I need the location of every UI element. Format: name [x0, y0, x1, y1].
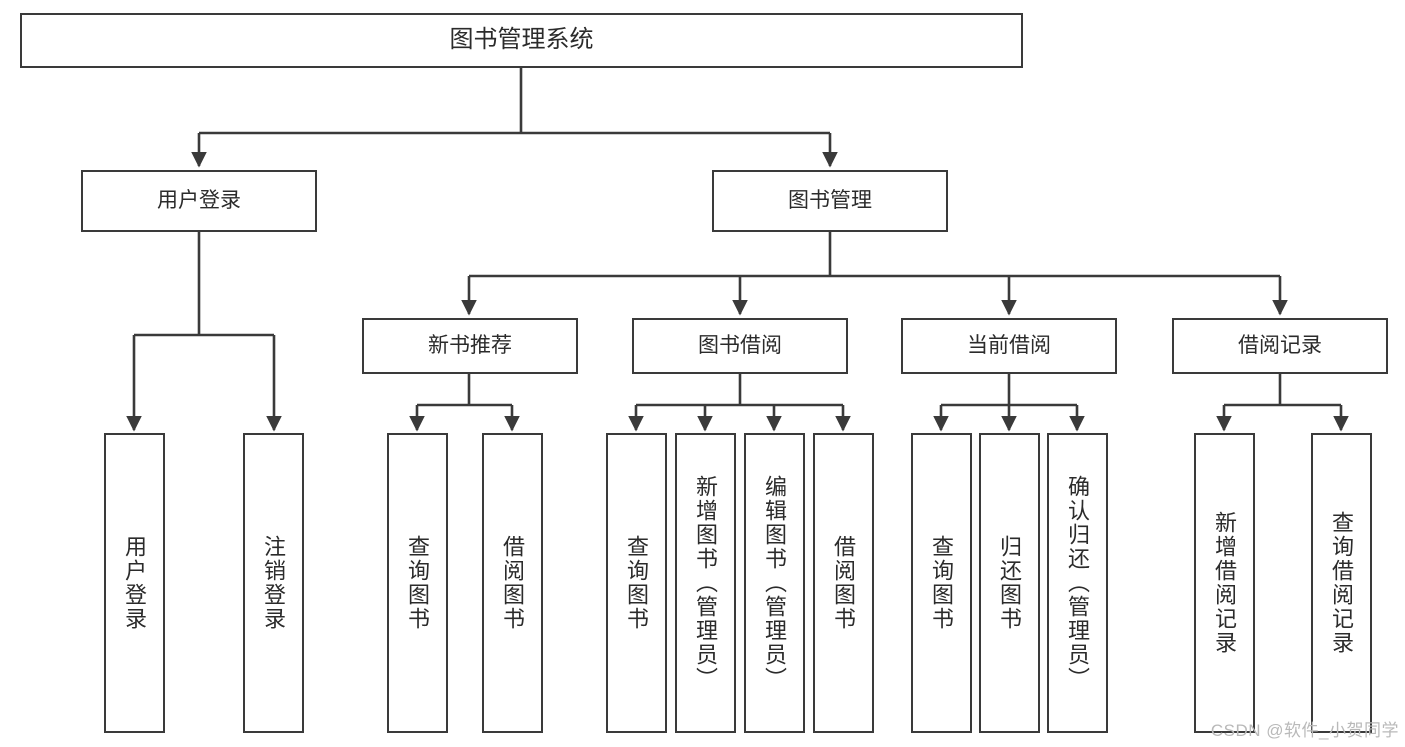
node-book-borrow[interactable]: 图书借阅	[632, 318, 848, 374]
node-leaf-borrow-query[interactable]: 查询图书	[606, 433, 667, 733]
node-leaf-current-query[interactable]: 查询图书	[911, 433, 972, 733]
node-leaf-newbook-borrow[interactable]: 借阅图书	[482, 433, 543, 733]
node-leaf-record-query[interactable]: 查询借阅记录	[1311, 433, 1372, 733]
node-leaf-newbook-query[interactable]: 查询图书	[387, 433, 448, 733]
node-leaf-newbook-borrow-label: 借阅图书	[500, 535, 526, 631]
node-leaf-borrow-borrow[interactable]: 借阅图书	[813, 433, 874, 733]
node-book-borrow-label: 图书借阅	[698, 333, 782, 357]
watermark-text: CSDN @软件_小贺同学	[1210, 721, 1399, 740]
node-leaf-borrow-edit-label: 编辑图书（管理员）	[762, 475, 788, 691]
node-leaf-borrow-query-label: 查询图书	[624, 535, 650, 631]
node-root-system[interactable]: 图书管理系统	[20, 13, 1023, 68]
node-new-book-recommend-label: 新书推荐	[428, 333, 512, 357]
node-new-book-recommend[interactable]: 新书推荐	[362, 318, 578, 374]
node-leaf-current-confirm-return-label: 确认归还（管理员）	[1065, 475, 1091, 691]
node-leaf-record-add[interactable]: 新增借阅记录	[1194, 433, 1255, 733]
node-leaf-newbook-query-label: 查询图书	[405, 535, 431, 631]
node-leaf-borrow-edit[interactable]: 编辑图书（管理员）	[744, 433, 805, 733]
node-leaf-borrow-borrow-label: 借阅图书	[831, 535, 857, 631]
node-leaf-user-login-login[interactable]: 用户登录	[104, 433, 165, 733]
node-leaf-user-login-logout-label: 注销登录	[261, 535, 287, 631]
node-leaf-current-return-label: 归还图书	[997, 535, 1023, 631]
node-borrow-record[interactable]: 借阅记录	[1172, 318, 1388, 374]
node-leaf-current-return[interactable]: 归还图书	[979, 433, 1040, 733]
node-leaf-record-query-label: 查询借阅记录	[1329, 511, 1355, 655]
node-book-management[interactable]: 图书管理	[712, 170, 948, 232]
node-leaf-record-add-label: 新增借阅记录	[1212, 511, 1238, 655]
node-leaf-user-login-logout[interactable]: 注销登录	[243, 433, 304, 733]
node-borrow-record-label: 借阅记录	[1238, 333, 1322, 357]
node-leaf-borrow-add[interactable]: 新增图书（管理员）	[675, 433, 736, 733]
node-user-login[interactable]: 用户登录	[81, 170, 317, 232]
node-root-system-label: 图书管理系统	[449, 26, 594, 54]
node-leaf-borrow-add-label: 新增图书（管理员）	[693, 475, 719, 691]
node-current-borrow[interactable]: 当前借阅	[901, 318, 1117, 374]
node-current-borrow-label: 当前借阅	[967, 333, 1051, 357]
node-book-management-label: 图书管理	[788, 188, 872, 212]
node-leaf-current-confirm-return[interactable]: 确认归还（管理员）	[1047, 433, 1108, 733]
node-leaf-current-query-label: 查询图书	[929, 535, 955, 631]
node-leaf-user-login-login-label: 用户登录	[122, 535, 148, 631]
node-user-login-label: 用户登录	[157, 188, 241, 212]
